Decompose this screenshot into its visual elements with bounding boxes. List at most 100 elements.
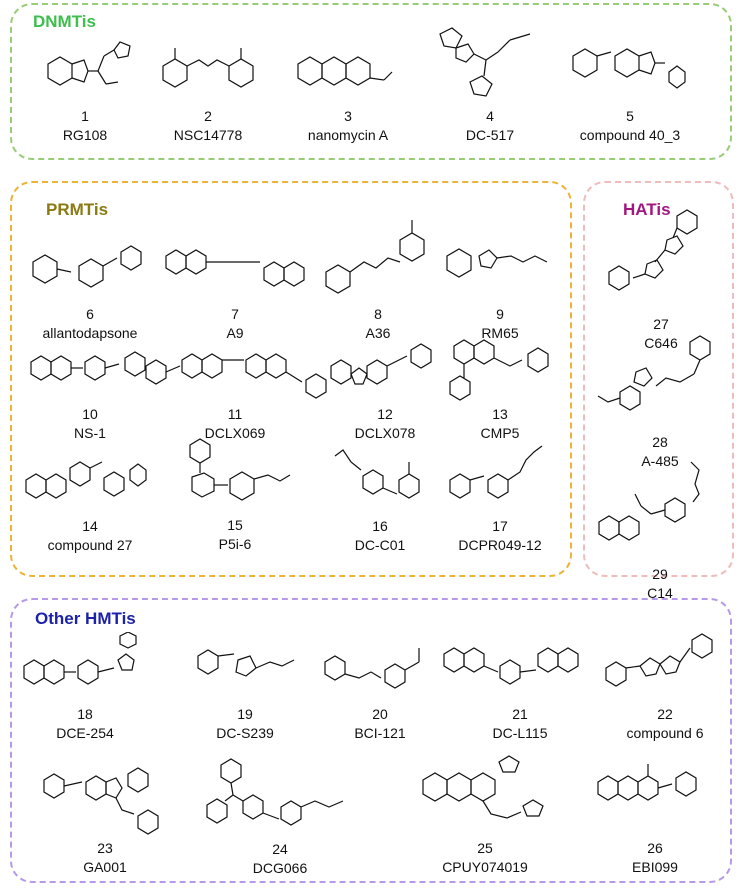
compound-number: 17 xyxy=(492,518,508,534)
compound-name: compound 6 xyxy=(626,725,704,741)
compound-20: 20 BCI-121 xyxy=(315,632,445,741)
compound-23: 23 GA001 xyxy=(30,760,180,875)
structure-9 xyxy=(165,249,305,287)
compound-28: 28 A-485 xyxy=(590,332,730,469)
compound-number: 5 xyxy=(626,108,634,124)
compound-name: nanomycin A xyxy=(307,127,389,143)
compound-name: RG108 xyxy=(62,127,108,143)
compound-number: 21 xyxy=(512,706,528,722)
other-hmt-group-frame xyxy=(10,598,732,883)
structure-17 xyxy=(449,445,543,499)
structure-2 xyxy=(162,48,254,88)
structure-21 xyxy=(443,647,579,685)
structure-27 xyxy=(608,209,698,291)
compound-number: 1 xyxy=(81,108,89,124)
compound-name: CMP5 xyxy=(480,425,520,441)
compound-number: 9 xyxy=(496,306,504,322)
structure-23 xyxy=(43,767,159,835)
compound-4: 4 DC-517 xyxy=(430,20,550,143)
prmt-group-title: PRMTis xyxy=(46,200,109,219)
compound-5: 5 compound 40_3 xyxy=(565,26,695,143)
structure-29 xyxy=(598,461,700,541)
structure-22 xyxy=(605,633,713,687)
structure-28 xyxy=(597,335,711,411)
compound-number: 18 xyxy=(77,706,93,722)
compound-13: 12 DCLX078 xyxy=(325,330,445,441)
compound-number: 6 xyxy=(86,306,94,322)
structure-25 xyxy=(422,755,544,819)
compound-number: 2 xyxy=(204,108,212,124)
compound-number: 27 xyxy=(653,316,669,332)
compound-26: 26 EBI099 xyxy=(590,752,720,875)
dnmt-group-title: DNMTis xyxy=(33,12,96,31)
compound-name: DCG066 xyxy=(252,860,308,876)
structure-13 xyxy=(330,343,432,385)
compound-name: GA001 xyxy=(83,859,127,875)
compound-number: 15 xyxy=(227,517,243,533)
compound-29: 29 C14 xyxy=(595,452,725,601)
compound-name: A36 xyxy=(365,325,391,341)
compound-11: 15 P5i-6 xyxy=(170,435,300,552)
compound-27: 27 C646 xyxy=(597,206,725,351)
compound-number: 7 xyxy=(231,306,239,322)
structure-26 xyxy=(597,764,697,801)
compound-10: 11 DCLX069 xyxy=(140,330,330,441)
compound-number: 13 xyxy=(492,406,508,422)
compound-name: DC-517 xyxy=(465,127,515,143)
compound-name: C646 xyxy=(644,335,678,351)
structure-7 xyxy=(30,351,146,381)
compound-number: 24 xyxy=(272,841,288,857)
compound-1: 1 RG108 xyxy=(30,36,140,143)
compound-number: 28 xyxy=(652,434,668,450)
structure-1 xyxy=(47,41,131,86)
compound-number: 14 xyxy=(82,518,98,534)
structure-11 xyxy=(189,438,291,501)
hat-group-frame xyxy=(583,181,734,577)
compound-14: 16 DC-C01 xyxy=(315,440,445,553)
compound-18: 18 DCE-254 xyxy=(20,632,150,741)
structure-20 xyxy=(324,648,420,689)
compound-number: 12 xyxy=(377,406,393,422)
compound-number: 23 xyxy=(97,840,113,856)
compound-name: DCE-254 xyxy=(56,725,114,741)
structure-4 xyxy=(439,27,531,97)
compound-number: 22 xyxy=(657,706,673,722)
structure-24 xyxy=(206,758,344,826)
structure-5 xyxy=(572,48,686,89)
compound-name: DCLX078 xyxy=(354,425,416,441)
compound-name: compound 40_3 xyxy=(579,127,681,143)
compound-8: 14 compound 27 xyxy=(20,450,160,553)
compound-name: DCPR049-12 xyxy=(458,537,542,553)
structure-18 xyxy=(23,632,137,685)
structure-15 xyxy=(446,248,548,278)
compound-name: allantodapsone xyxy=(42,325,138,341)
compound-name: DC-L115 xyxy=(492,725,548,741)
compound-2: 2 NSC14778 xyxy=(143,36,273,143)
structure-10 xyxy=(145,353,327,399)
compound-19: 19 DC-S239 xyxy=(180,636,310,741)
compound-number: 26 xyxy=(647,840,663,856)
compound-number: 29 xyxy=(652,566,668,582)
compound-3: 3 nanomycin A xyxy=(288,36,408,143)
structure-19 xyxy=(197,649,295,677)
compound-12: 8 A36 xyxy=(318,200,438,341)
compound-name: A9 xyxy=(226,325,244,341)
dnmt-group-frame xyxy=(10,3,732,160)
compound-number: 16 xyxy=(372,518,388,534)
compound-name: EBI099 xyxy=(632,859,678,875)
compound-21: 21 DC-L115 xyxy=(440,632,600,741)
compound-name: BCI-121 xyxy=(354,725,406,741)
compound-name: P5i-6 xyxy=(218,536,252,552)
compound-name: compound 27 xyxy=(47,537,133,553)
compound-number: 8 xyxy=(374,306,382,322)
hat-group-title: HATis xyxy=(623,200,671,219)
compound-number: 19 xyxy=(237,706,253,722)
compound-6: 6 allantodapsone xyxy=(25,232,155,341)
compound-17: 17 DCPR049-12 xyxy=(440,440,560,553)
compound-name: A-485 xyxy=(641,453,679,469)
compound-number: 25 xyxy=(477,840,493,856)
other-hmt-group-title: Other HMTis xyxy=(35,609,136,628)
compound-25: 25 CPUY074019 xyxy=(415,750,555,875)
compound-24: 24 DCG066 xyxy=(195,755,365,876)
compound-number: 10 xyxy=(82,406,98,422)
